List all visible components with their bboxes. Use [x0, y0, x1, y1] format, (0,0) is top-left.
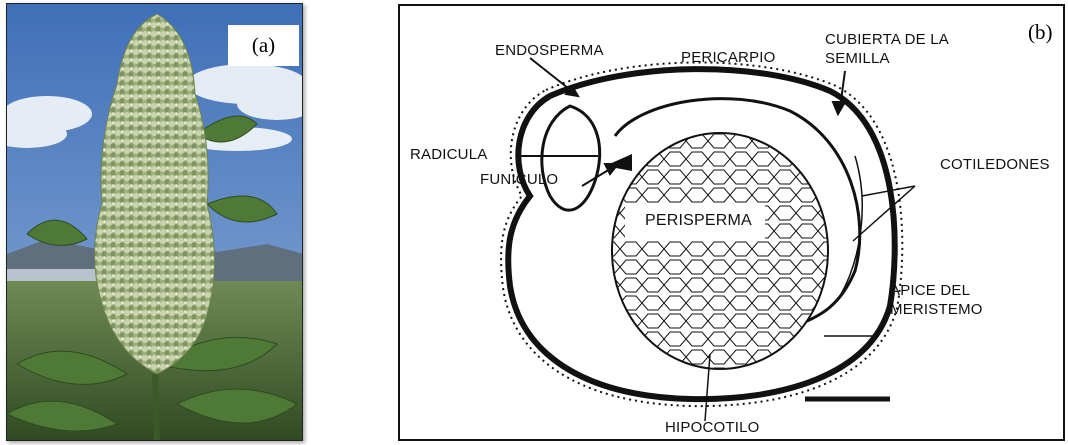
stem — [155, 374, 157, 441]
label-cubierta-line2: SEMILLA — [825, 50, 890, 67]
label-funiculo: FUNICULO — [480, 171, 558, 188]
label-cotiledones: COTILEDONES — [940, 156, 1050, 173]
label-hipocotilo: HIPOCOTILO — [665, 419, 760, 436]
label-apice-line2: MERISTEMO — [890, 301, 983, 318]
label-cubierta-line1: CUBIERTA DE LA — [825, 31, 949, 48]
panel-a-label: (a) — [228, 25, 299, 66]
perisperm-cells — [612, 133, 828, 369]
label-apice-line1: APICE DEL — [890, 282, 970, 299]
seed-diagram-panel: (b) ENDOSPERMA PERICARPIO CUBIERTA DE LA… — [398, 4, 1065, 441]
label-perisperma: PERISPERMA — [645, 212, 752, 229]
quinoa-plant-illustration — [7, 4, 303, 441]
panel-b-label: (b) — [1028, 20, 1053, 45]
radicle-loop — [542, 106, 600, 210]
shed-roof — [7, 269, 97, 281]
photo-panel-quinoa: (a) — [6, 3, 303, 441]
label-radicula: RADICULA — [410, 146, 487, 163]
label-pericarpio: PERICARPIO — [681, 49, 776, 66]
label-endosperma: ENDOSPERMA — [495, 42, 604, 59]
